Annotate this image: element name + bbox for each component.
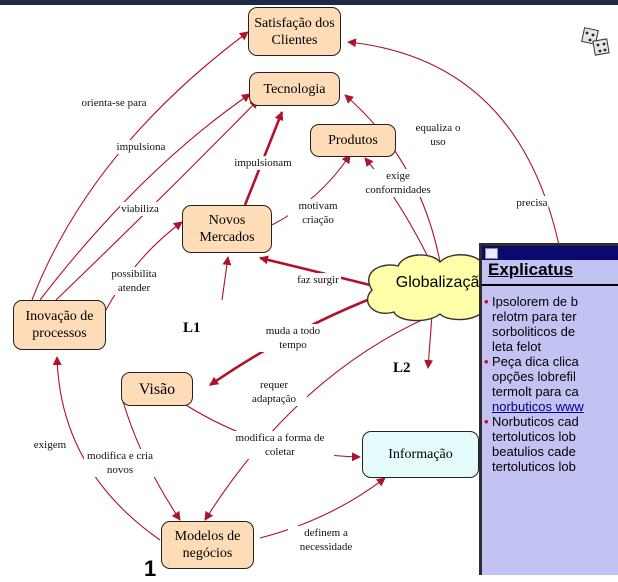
panel-divider	[482, 284, 618, 286]
label-exige-conformidades: exige conformidades	[357, 169, 439, 197]
label-definem: definem a necessidade	[288, 526, 364, 554]
label-equaliza: equaliza o uso	[412, 121, 464, 149]
label-impulsionam: impulsionam	[233, 156, 293, 170]
node-modelos: Modelos de negócios	[161, 521, 254, 569]
node-produtos: Produtos	[310, 124, 396, 157]
marker-l2: L2	[393, 360, 411, 376]
node-visao: Visão	[121, 372, 193, 406]
marker-l1: L1	[183, 320, 201, 336]
node-inovacao: Inovação de processos	[13, 300, 106, 350]
node-novos-mercados: Novos Mercados	[182, 205, 272, 253]
label-possibilita: possibilita atender	[98, 267, 170, 295]
slide-number: 1	[144, 556, 157, 581]
label-modifica-cria: modifica e cria novos	[84, 449, 156, 477]
panel-title: Explicatus	[488, 260, 574, 279]
label-muda: muda a todo tempo	[259, 324, 327, 352]
label-exigem: exigem	[32, 438, 68, 452]
label-viabiliza: viabiliza	[120, 202, 160, 216]
node-informacao: Informação	[362, 431, 479, 478]
node-tecnologia: Tecnologia	[249, 72, 340, 106]
node-satisfacao: Satisfação dos Clientes	[248, 7, 341, 56]
panel-titlebar[interactable]	[482, 246, 618, 260]
top-border	[0, 0, 618, 5]
label-precisa: precisa	[515, 196, 549, 210]
window-icon	[485, 248, 498, 259]
dice-icon	[581, 27, 610, 56]
label-requer: requer adaptação	[241, 378, 307, 406]
label-modifica-forma: modifica a forma de coletar	[226, 431, 334, 459]
label-faz-surgir: faz surgir	[295, 273, 341, 287]
label-orienta: orienta-se para	[80, 96, 148, 110]
panel-link[interactable]: norbuticos www	[492, 399, 584, 414]
node-globalizacao: Globalização	[395, 274, 489, 291]
label-impulsiona: impulsiona	[115, 140, 167, 154]
label-motivam: motivam criação	[288, 199, 348, 227]
